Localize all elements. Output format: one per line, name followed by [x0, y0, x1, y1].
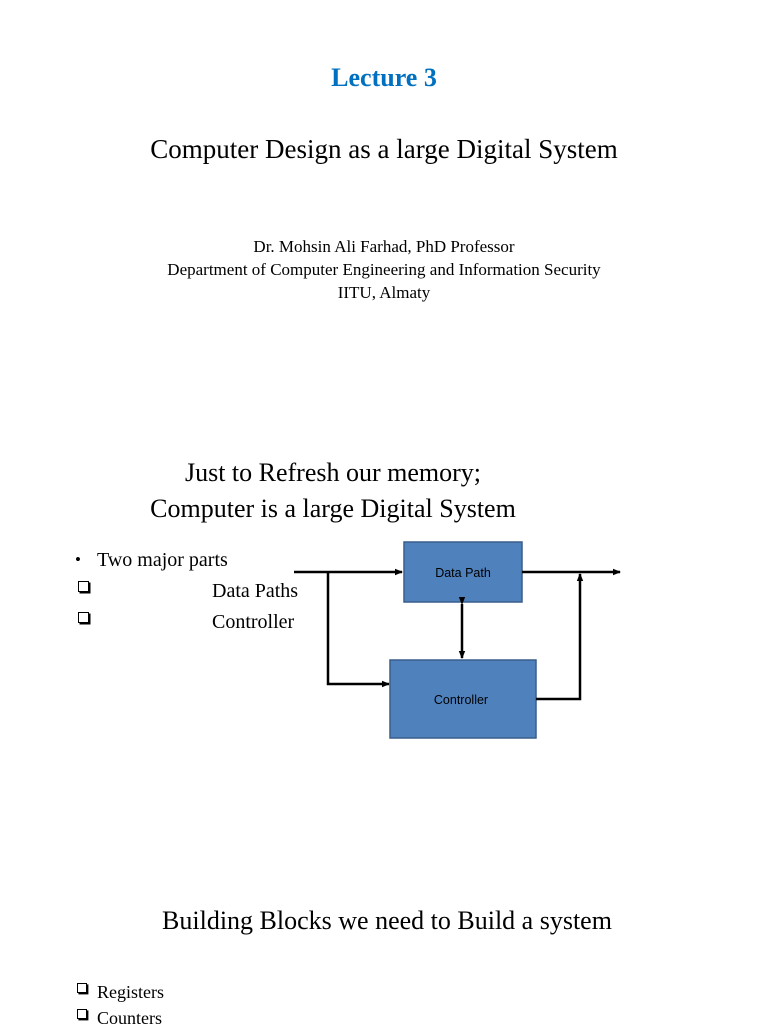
feedback-arrow [536, 573, 584, 701]
author-name: Dr. Mohsin Ali Farhad, PhD Professor [253, 237, 515, 256]
item-registers: Registers [97, 982, 164, 1002]
datapath-controller-diagram: Data Path Controller [294, 541, 621, 739]
building-blocks-heading: Building Blocks we need to Build a syste… [162, 906, 612, 935]
refresh-heading: Just to Refresh our memory; Computer is … [100, 455, 566, 527]
checkbox-icon [78, 581, 89, 592]
bullet-icon: • [75, 550, 81, 569]
subitem-data-paths: Data Paths [212, 580, 299, 602]
controller-label: Controller [434, 693, 488, 707]
data-path-box [403, 541, 523, 603]
branch-line [326, 572, 390, 688]
controller-box [389, 659, 537, 739]
main-title: Computer Design as a large Digital Syste… [150, 134, 618, 164]
author-department: Department of Computer Engineering and I… [167, 260, 601, 279]
data-path-label: Data Path [435, 566, 491, 580]
refresh-heading-line1: Just to Refresh our memory; [184, 458, 482, 487]
author-institution: IITU, Almaty [337, 283, 431, 302]
checkbox-icon [77, 983, 87, 993]
lecture-title: Lecture 3 [331, 63, 437, 92]
checkbox-icon [78, 612, 89, 623]
author-block: Dr. Mohsin Ali Farhad, PhD Professor Dep… [0, 235, 768, 304]
checkbox-icon [77, 1009, 87, 1019]
subitem-controller: Controller [212, 611, 295, 633]
refresh-heading-line2: Computer is a large Digital System [150, 494, 516, 523]
item-counters: Counters [97, 1008, 162, 1028]
bullet-major-parts: Two major parts [97, 549, 228, 571]
